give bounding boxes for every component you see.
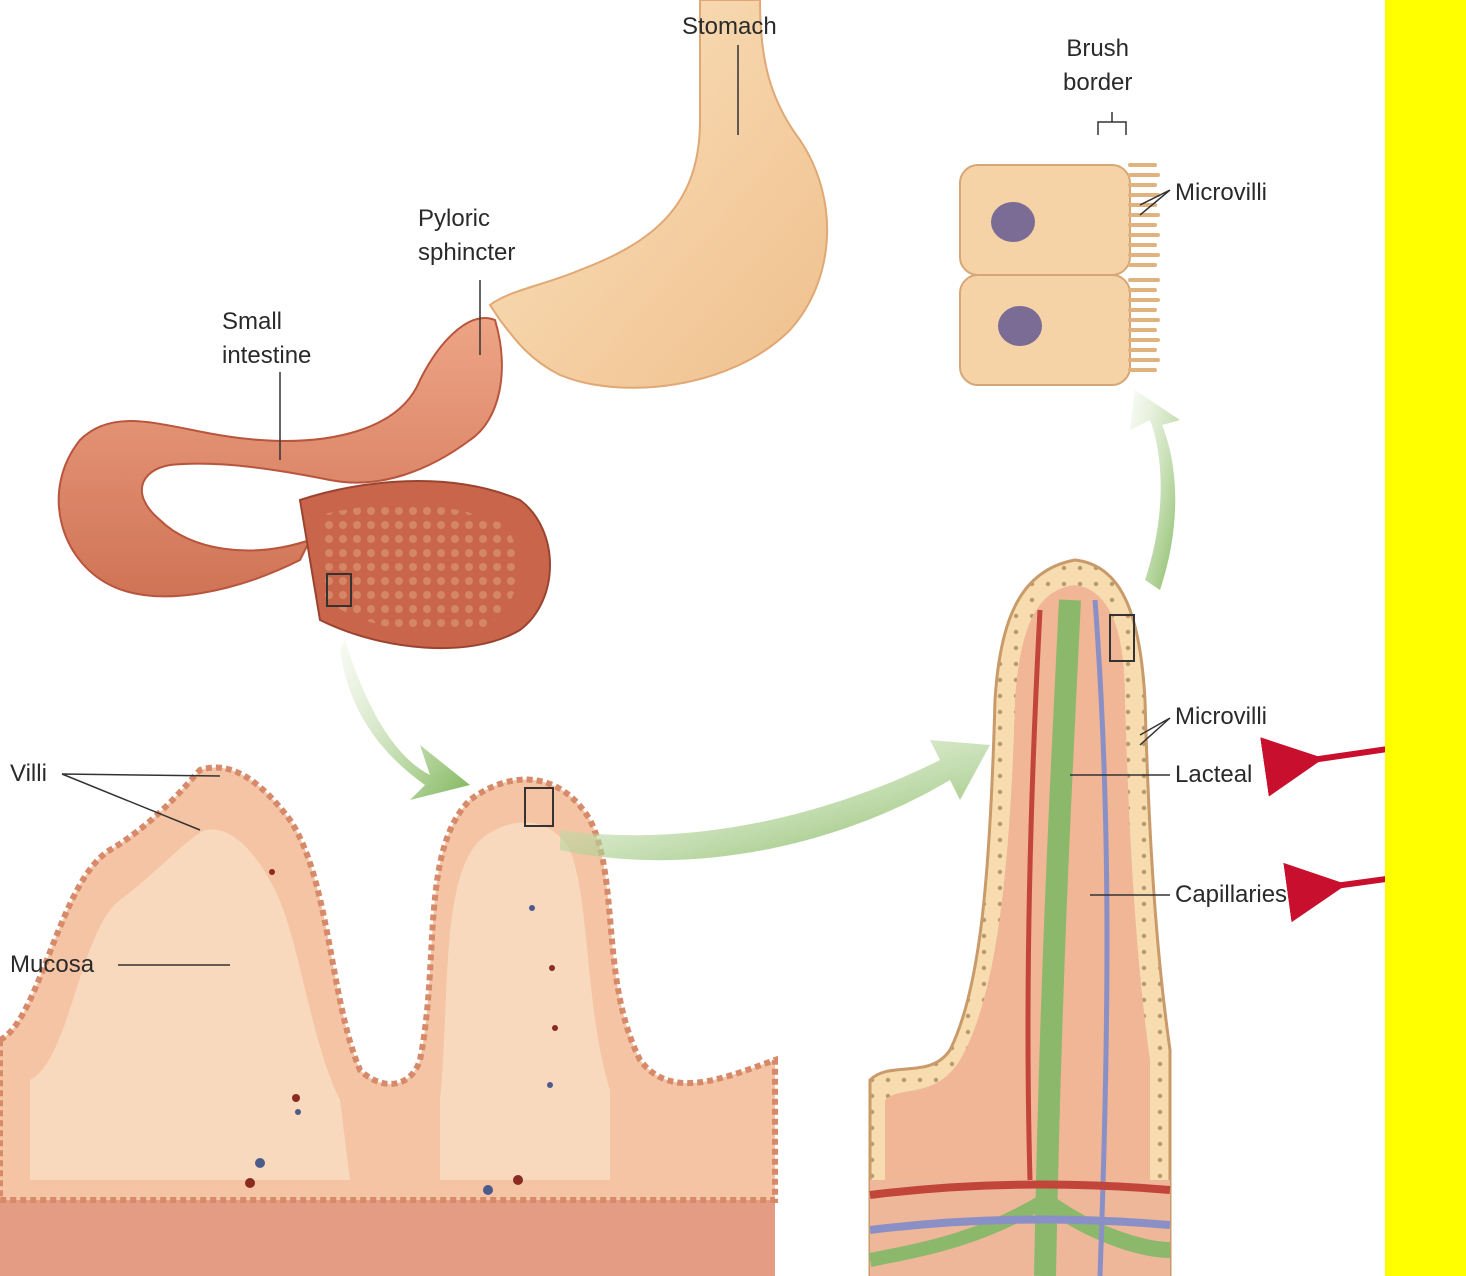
highlight-panel xyxy=(1385,0,1466,1276)
capillaries-label: Capillaries xyxy=(1175,878,1287,912)
pyloric-sphincter-label: Pyloric sphincter xyxy=(418,202,515,270)
microvilli-top-label-text: Microvilli xyxy=(1175,176,1267,210)
lacteal-label: Lacteal xyxy=(1175,758,1252,792)
epithelial-cells xyxy=(960,165,1158,385)
mucosa-label-text: Mucosa xyxy=(10,948,94,982)
brush-border-label: Brush border xyxy=(1063,32,1132,100)
microvilli-villus-label-text: Microvilli xyxy=(1175,700,1267,734)
small-intestine-label-line2: intestine xyxy=(222,339,311,373)
stomach-label: Stomach xyxy=(682,10,777,44)
capillaries-label-text: Capillaries xyxy=(1175,878,1287,912)
small-intestine-label: Small intestine xyxy=(222,305,311,373)
villus-detail xyxy=(870,560,1170,1276)
small-intestine-label-line1: Small xyxy=(222,305,311,339)
lacteal-label-text: Lacteal xyxy=(1175,758,1252,792)
pyloric-sphincter-label-line2: sphincter xyxy=(418,236,515,270)
villi-label-text: Villi xyxy=(10,757,47,791)
microvilli-top-label: Microvilli xyxy=(1175,176,1267,210)
microvilli-villus-label: Microvilli xyxy=(1175,700,1267,734)
pyloric-sphincter-label-line1: Pyloric xyxy=(418,202,515,236)
brush-border-label-line1: Brush xyxy=(1063,32,1132,66)
mucosa-label: Mucosa xyxy=(10,948,94,982)
stomach-label-text: Stomach xyxy=(682,10,777,44)
villi-label: Villi xyxy=(10,757,47,791)
stomach-shape xyxy=(490,0,827,388)
brush-border-label-line2: border xyxy=(1063,66,1132,100)
